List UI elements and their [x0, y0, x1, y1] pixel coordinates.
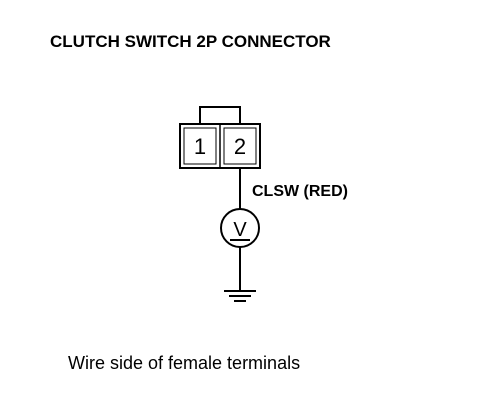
ground-icon: [224, 290, 256, 302]
diagram-title: CLUTCH SWITCH 2P CONNECTOR: [50, 32, 331, 51]
pin-cell-2: [223, 127, 257, 165]
pin-label-1: 1: [194, 134, 206, 159]
connector-lock-tab: [199, 106, 241, 125]
voltmeter-symbol: V: [233, 219, 247, 241]
diagram-caption: Wire side of female terminals: [68, 353, 300, 373]
pin-cell-1: [183, 127, 217, 165]
voltmeter-icon: V: [220, 208, 260, 248]
wire-label: CLSW (RED): [252, 183, 348, 200]
connector-2p: 1 2: [179, 106, 261, 169]
pin-label-2: 2: [234, 134, 246, 159]
